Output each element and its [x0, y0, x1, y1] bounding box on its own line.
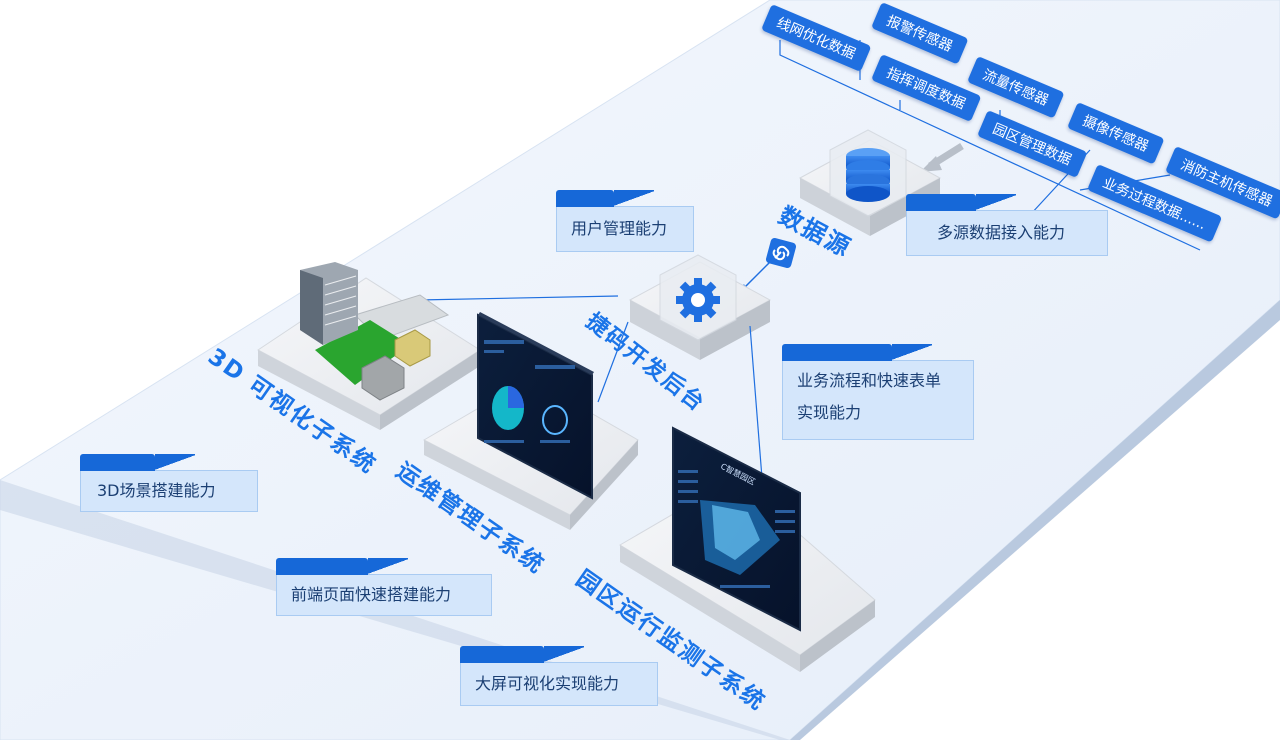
arrow-to-database [920, 143, 964, 172]
card-multi-source-access: 多源数据接入能力 [906, 194, 1108, 256]
backend-connector-lines [417, 295, 763, 479]
ops-dashboard-screen [477, 312, 594, 500]
gear-icon [676, 278, 720, 322]
building-model-3d [300, 262, 450, 401]
db-to-backend-line [741, 261, 771, 291]
monitor-dashboard-screen: C智慧园区 [672, 426, 801, 632]
card-big-screen: 大屏可视化实现能力 [460, 646, 658, 706]
link-icon [765, 237, 797, 269]
card-frontend-page: 前端页面快速搭建能力 [276, 558, 492, 616]
card-business-process-forms: 业务流程和快速表单 实现能力 [782, 344, 974, 440]
card-3d-scene: 3D场景搭建能力 [80, 454, 258, 512]
card-user-management: 用户管理能力 [556, 190, 694, 252]
database-icon [846, 148, 890, 202]
